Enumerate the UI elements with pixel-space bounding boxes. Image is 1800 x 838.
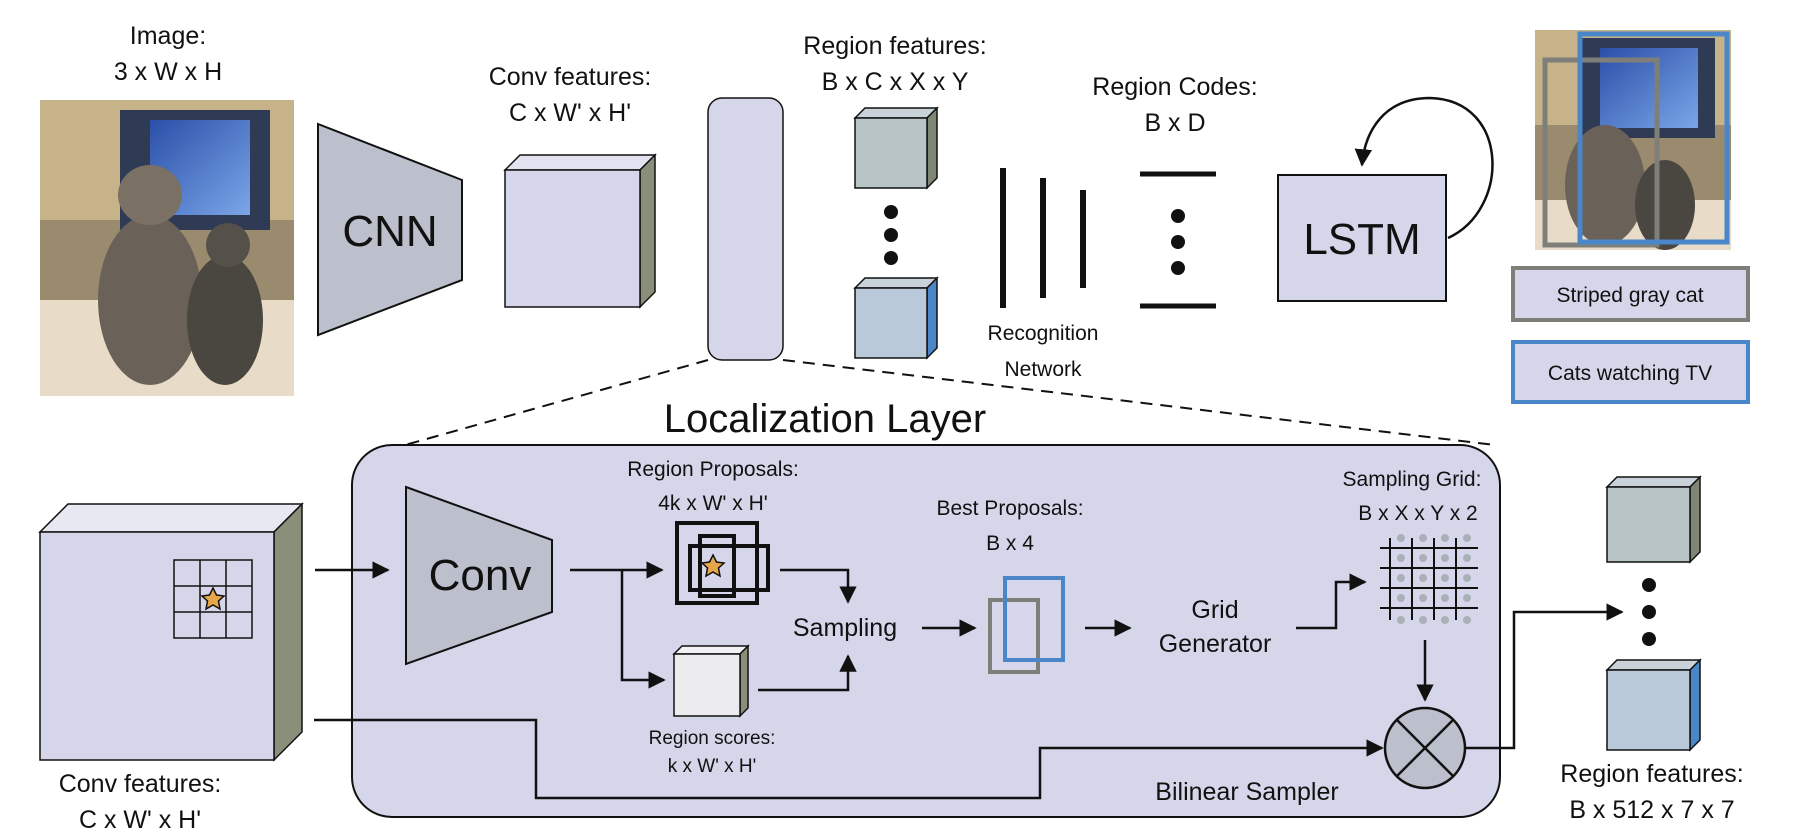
recognition-network-label-line2: Network xyxy=(1004,358,1082,381)
best-proposal-box-blue xyxy=(1003,576,1065,662)
region-proposals-label-line1: Region Proposals: xyxy=(627,458,799,481)
sampling-grid-label-line2: B x X x Y x 2 xyxy=(1358,502,1477,525)
bilinear-sampler-label: Bilinear Sampler xyxy=(1155,778,1338,806)
localization-layer-panel xyxy=(351,444,1501,818)
region-scores-label-line1: Region scores: xyxy=(649,728,776,749)
arrow-proposals-to-sampling xyxy=(780,568,857,604)
sampling-grid-label-line1: Sampling Grid: xyxy=(1343,468,1482,491)
ellipsis-dot xyxy=(1642,632,1656,646)
output-image-cats-tv xyxy=(1535,30,1731,250)
arrow-grid-generator-to-grid xyxy=(1296,573,1367,630)
ellipsis-dot xyxy=(1642,605,1656,619)
conv-features-cube-bottom xyxy=(38,502,304,762)
output-region-feature-cube-top xyxy=(1605,475,1702,564)
region-scores-cube xyxy=(672,644,750,718)
star-icon xyxy=(200,586,226,611)
region-codes-label-line1: Region Codes: xyxy=(1092,73,1257,101)
caption-box-cats-watching-tv xyxy=(1511,340,1750,404)
ellipsis-dot xyxy=(1171,261,1185,275)
best-proposal-box-gray xyxy=(988,598,1040,674)
region-proposals-label-line2: 4k x W' x H' xyxy=(658,492,768,515)
detected-box-cats-watching-tv xyxy=(1577,31,1730,245)
anchor-grid xyxy=(173,559,253,639)
lstm-label: LSTM xyxy=(1303,215,1420,264)
ellipsis-dot xyxy=(1171,209,1185,223)
region-codes-label-line2: B x D xyxy=(1144,109,1205,137)
best-proposals-label-line2: B x 4 xyxy=(986,532,1034,555)
ellipsis-dot xyxy=(884,251,898,265)
ellipsis-dot xyxy=(884,228,898,242)
detected-box-striped-gray-cat xyxy=(1542,57,1660,248)
best-proposals-label-line1: Best Proposals: xyxy=(936,497,1083,520)
zoom-line-left xyxy=(404,359,709,446)
region-features-top-label-line1: Region features: xyxy=(803,32,986,60)
region-features-top-label-line2: B x C x X x Y xyxy=(822,68,969,96)
conv-features-top-label-line2: C x W' x H' xyxy=(509,99,631,127)
image-label-line2: 3 x W x H xyxy=(114,58,222,86)
conv-features-bottom-label-line2: C x W' x H' xyxy=(79,806,201,834)
conv-label: Conv xyxy=(429,551,532,600)
conv-features-top-label-line1: Conv features: xyxy=(489,63,652,91)
lstm-recurrent-arrow xyxy=(1354,96,1494,240)
caption-cats-watching-tv: Cats watching TV xyxy=(1548,362,1712,385)
output-region-features-label-line1: Region features: xyxy=(1560,760,1743,788)
localization-layer-title: Localization Layer xyxy=(664,397,986,441)
region-scores-label-line2: k x W' x H' xyxy=(668,756,757,777)
input-image-cats-tv xyxy=(40,100,294,396)
arrow-features-to-sampler xyxy=(314,718,1384,800)
cnn-label: CNN xyxy=(342,207,437,256)
sampling-grid-points xyxy=(1397,534,1471,624)
cnn-block xyxy=(317,122,463,337)
conv-block xyxy=(405,485,553,666)
grid-generator-label-line1: Grid xyxy=(1191,596,1238,624)
region-feature-cube-top xyxy=(853,106,939,190)
arrow-conv-to-scores xyxy=(620,570,666,689)
region-proposal-boxes xyxy=(675,521,770,605)
localization-layer-block xyxy=(707,97,784,361)
arrow-sampler-to-output xyxy=(1466,603,1624,750)
star-icon xyxy=(700,553,726,578)
conv-features-bottom-label-line1: Conv features: xyxy=(59,770,222,798)
ellipsis-dot xyxy=(884,205,898,219)
output-region-feature-cube-bottom xyxy=(1605,658,1702,752)
arrow-scores-to-sampling xyxy=(758,654,857,692)
ellipsis-dot xyxy=(1642,578,1656,592)
bilinear-sampler-node xyxy=(1383,706,1467,790)
caption-striped-gray-cat: Striped gray cat xyxy=(1556,284,1703,307)
image-label-line1: Image: xyxy=(130,22,206,50)
sampling-label: Sampling xyxy=(793,614,897,642)
ellipsis-dot xyxy=(1171,235,1185,249)
lstm-block xyxy=(1277,174,1447,302)
region-feature-cube-bottom xyxy=(853,276,939,360)
output-region-features-label-line2: B x 512 x 7 x 7 xyxy=(1569,796,1734,824)
sampling-grid-lines xyxy=(1380,538,1478,620)
caption-box-striped-gray-cat xyxy=(1511,266,1750,322)
grid-generator-label-line2: Generator xyxy=(1159,630,1272,658)
recognition-network-label-line1: Recognition xyxy=(988,322,1099,345)
conv-features-cube-top xyxy=(503,153,657,309)
